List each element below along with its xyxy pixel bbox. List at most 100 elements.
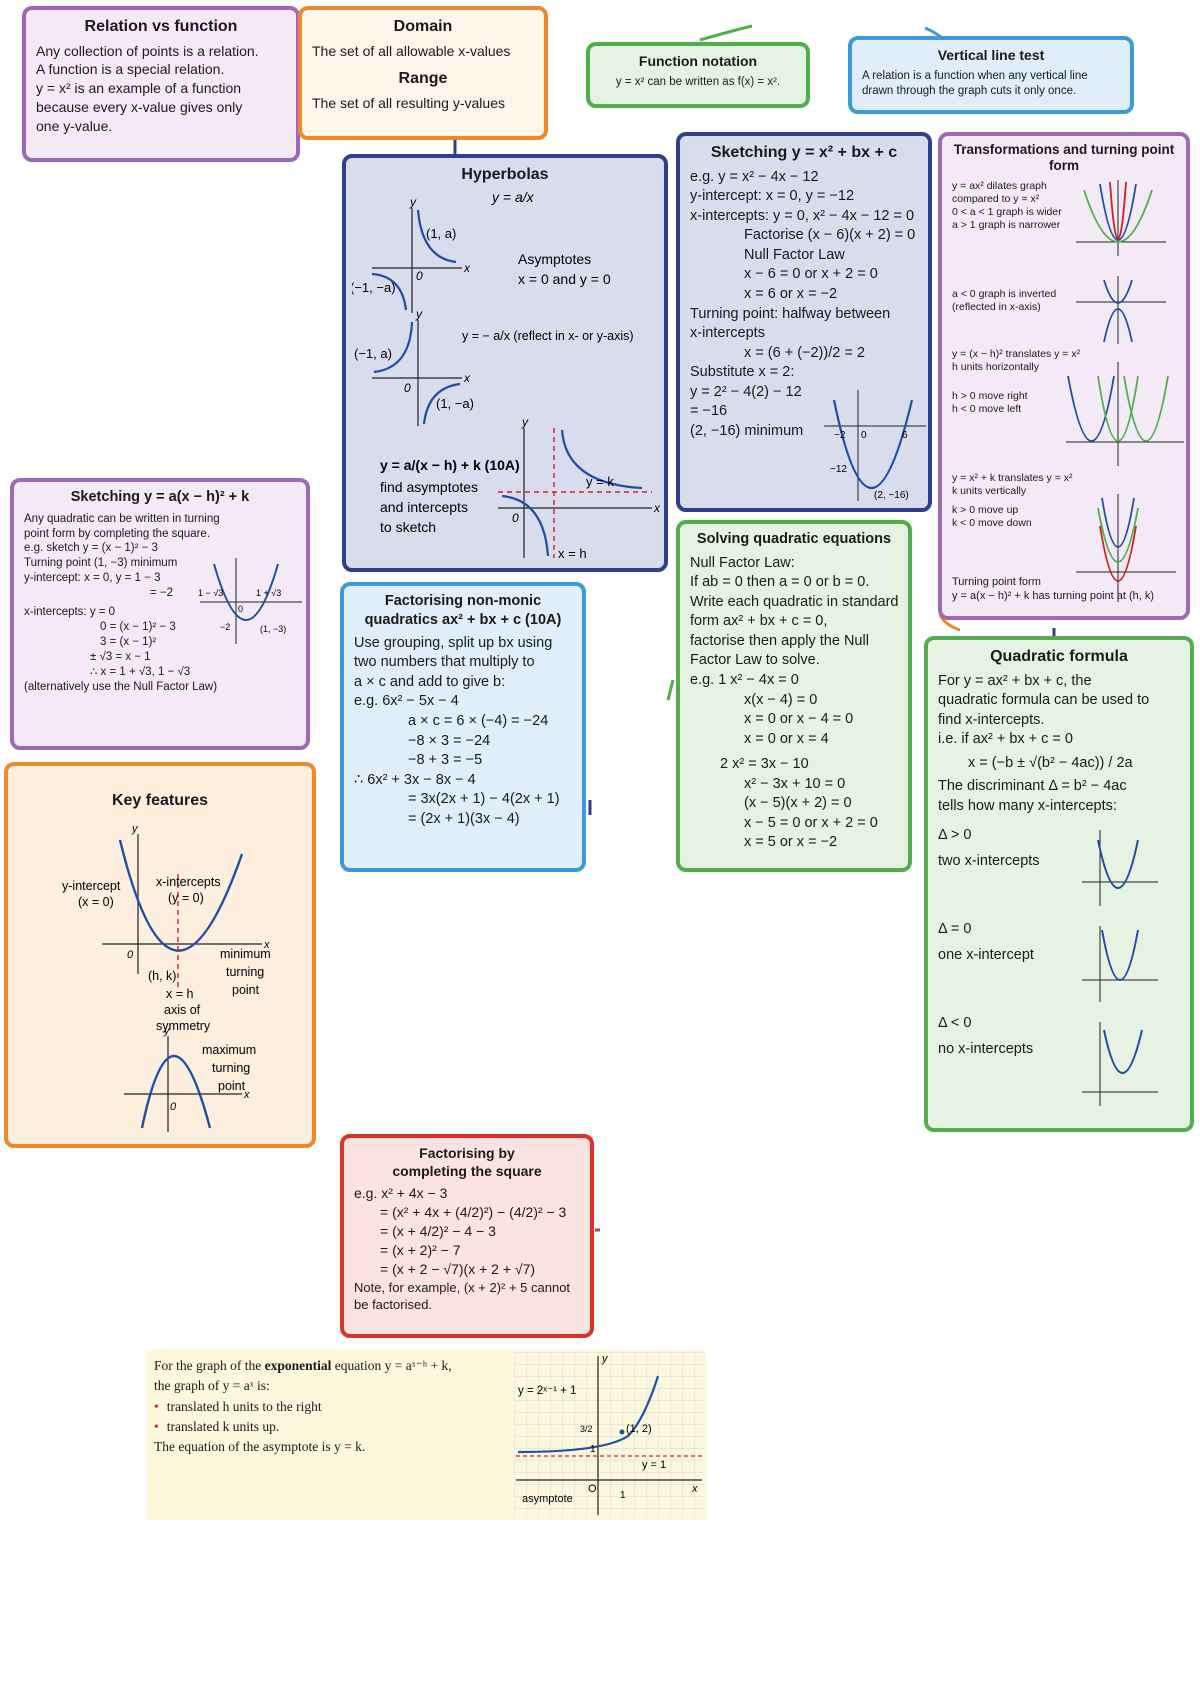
- quad-case-cond: Δ > 0: [938, 827, 972, 843]
- svg-text:y: y: [415, 307, 423, 321]
- kf-axis: axis of: [164, 1003, 201, 1017]
- solving-eg1: e.g. 1 x² − 4x = 0: [690, 671, 799, 688]
- sketch-tp-g-lbl: 1 + √3: [256, 588, 281, 598]
- hyper-pt-pos: (1, a): [426, 226, 456, 241]
- exp-bullet: translated h units to the right: [166, 1398, 322, 1414]
- range-title: Range: [398, 70, 448, 88]
- sketch-bxc-line: x-intercepts: y = 0, x² − 4x − 12 = 0: [690, 207, 915, 224]
- sketch-bxc-g-lbl: −12: [830, 464, 847, 475]
- sketch-bxc-ind: x = 6 or x = −2: [744, 285, 838, 302]
- sketch-bxc-ind: Factorise (x − 6)(x + 2) = 0: [744, 227, 916, 244]
- kf-x-ints: x-intercepts: [156, 875, 221, 889]
- sketch-tp-g-lbl: −2: [220, 622, 230, 632]
- quad-formula-title: Quadratic formula: [990, 648, 1128, 665]
- transform-line: 0 < a < 1 graph is wider: [952, 206, 1062, 219]
- sketch-bxc-g-lbl: (2, −16): [874, 490, 909, 501]
- non-monic-intro: two numbers that multiply to: [354, 654, 535, 671]
- transform-footer: Turning point form y = a(x − h)² + k has…: [952, 576, 1186, 604]
- completing-step: = (x² + 4x + (4/2)²) − (4/2)² − 3: [380, 1204, 567, 1221]
- transform-footer-line: Turning point form: [952, 576, 1041, 588]
- range-text: The set of all resulting y-values: [312, 95, 505, 112]
- transform-block-horizontal: y = (x − h)² translates y = x² h units h…: [952, 348, 1112, 417]
- completing-step: = (x + 2)² − 7: [380, 1242, 461, 1259]
- quad-case-text: two x-intercepts: [938, 852, 1040, 869]
- quad-formula: x = (−b ± √(b² − 4ac)) / 2a: [968, 754, 1133, 771]
- exp-g-32: 3/2: [580, 1424, 593, 1434]
- svg-text:y: y: [163, 1025, 171, 1037]
- svg-text:0: 0: [416, 269, 423, 283]
- function-notation-text: y = x² can be written as f(x) = x².: [615, 75, 781, 88]
- exp-bullet: translated k units up.: [166, 1418, 280, 1434]
- solving-box: Solving quadratic equations Null Factor …: [676, 520, 912, 872]
- quad-case-graphs: [1082, 830, 1158, 1106]
- svg-text:x: x: [463, 371, 471, 385]
- transform-line: (reflected in x-axis): [952, 301, 1041, 314]
- solving-eg2: x = 5 or x = −2: [744, 834, 838, 851]
- hyper-pt2-b: (1, −a): [436, 396, 474, 411]
- solving-line: Write each quadratic in standard: [690, 593, 899, 610]
- transform-line: a > 1 graph is narrower: [952, 219, 1061, 232]
- kf-max: maximum: [202, 1043, 256, 1057]
- exp-intro: For the graph of the exponential equatio…: [154, 1356, 514, 1376]
- vertical-line-box: Vertical line test A relation is a funct…: [848, 36, 1134, 114]
- sketch-bxc-ind: Null Factor Law: [744, 246, 845, 263]
- quad-disc: The discriminant Δ = b² − 4ac: [938, 778, 1127, 795]
- relation-title: Relation vs function: [84, 18, 238, 35]
- sketch-bxc-g-lbl: −2: [834, 430, 846, 441]
- sketch-bxc-subs: Substitute x = 2:: [690, 364, 795, 381]
- quad-formula-line: i.e. if ax² + bx + c = 0: [938, 731, 1073, 748]
- hyperbola-diagrams: y x 0 (1, a) (−1, −a) y = a/x Asymptotes…: [352, 189, 661, 561]
- transform-graphs: [1066, 180, 1184, 602]
- solving-line: Factor Law to solve.: [690, 652, 820, 669]
- sketch-bxc-box: Sketching y = x² + bx + c e.g. y = x² − …: [676, 132, 932, 512]
- completing-note: be factorised.: [354, 1297, 433, 1313]
- quad-case-eq: Δ = 0 one x-intercept: [938, 920, 1034, 965]
- transform-line: compared to y = x²: [952, 193, 1040, 206]
- exp-g-asym: asymptote: [522, 1493, 573, 1505]
- function-notation-box: Function notation y = x² can be written …: [586, 42, 810, 108]
- exp-line2: the graph of y = aˣ is:: [154, 1378, 270, 1394]
- relation-line: Any collection of points is a relation.: [36, 42, 259, 59]
- sketch-tp-line: (alternatively use the Null Factor Law): [24, 680, 218, 693]
- completing-title: Factorising by completing the square: [392, 1145, 542, 1180]
- svg-text:y: y: [409, 195, 417, 209]
- kf-hk: (h, k): [148, 969, 176, 983]
- sketch-tp-line: e.g. sketch y = (x − 1)² − 3: [24, 542, 158, 555]
- transform-line: h > 0 move right: [952, 390, 1028, 403]
- sketch-tp-title: Sketching y = a(x − h)² + k: [70, 489, 250, 505]
- hyper-xh: x = h: [558, 546, 587, 561]
- kf-point: point: [232, 983, 260, 997]
- exp-g-pt: (1, 2): [626, 1423, 652, 1435]
- sketch-tp-line: 0 = (x − 1)² − 3: [100, 621, 176, 634]
- sketch-bxc-turning: x-intercepts: [690, 325, 765, 342]
- sketch-bxc-turning: Turning point: halfway between: [690, 305, 891, 322]
- sketch-bxc-graph: −2 0 6 −12 (2, −16): [824, 390, 926, 501]
- exp-intro-pre: For the graph of the: [154, 1358, 265, 1373]
- relation-line: because every x-value gives only: [36, 99, 243, 116]
- completing-step: = (x + 2 − √7)(x + 2 + √7): [380, 1260, 536, 1277]
- relation-line: y = x² is an example of a function: [36, 80, 242, 97]
- sketch-tp-line: ± √3 = x − 1: [90, 651, 151, 663]
- kf-point2: point: [218, 1079, 246, 1093]
- kf-y-int: y-intercept: [62, 879, 121, 893]
- sketch-tp-line: = −2: [150, 587, 174, 600]
- solving-eg2: x − 5 = 0 or x + 2 = 0: [744, 814, 878, 831]
- domain-text: The set of all allowable x-values: [312, 42, 511, 59]
- non-monic-step: −8 × 3 = −24: [408, 732, 491, 749]
- transform-footer-line: y = a(x − h)² + k has turning point at (…: [952, 589, 1155, 602]
- quad-case-text: one x-intercept: [938, 946, 1034, 963]
- hyper-find: to sketch: [380, 519, 436, 535]
- exp-g-y: y: [601, 1353, 609, 1365]
- exp-g-ya: y = 1: [642, 1459, 666, 1471]
- hyper-eq2: y = − a/x (reflect in x- or y-axis): [462, 329, 634, 343]
- sketch-bxc-title: Sketching y = x² + bx + c: [710, 144, 898, 161]
- hyperbolas-title: Hyperbolas: [461, 166, 549, 183]
- non-monic-title: Factorising non-monic quadratics ax² + b…: [364, 593, 562, 628]
- hyperbolas-box: Hyperbolas y x 0 (1, a) (−1, −a) y = a/x…: [342, 154, 668, 572]
- kf-min: minimum: [220, 947, 271, 961]
- hyper-eq3: y = a/(x − h) + k (10A): [380, 457, 520, 473]
- transform-block-dilate: y = ax² dilates graph compared to y = x²…: [952, 180, 1082, 233]
- svg-text:0: 0: [127, 949, 134, 961]
- transform-block-invert: a < 0 graph is inverted (reflected in x-…: [952, 288, 1082, 314]
- kf-turning2: turning: [212, 1061, 250, 1075]
